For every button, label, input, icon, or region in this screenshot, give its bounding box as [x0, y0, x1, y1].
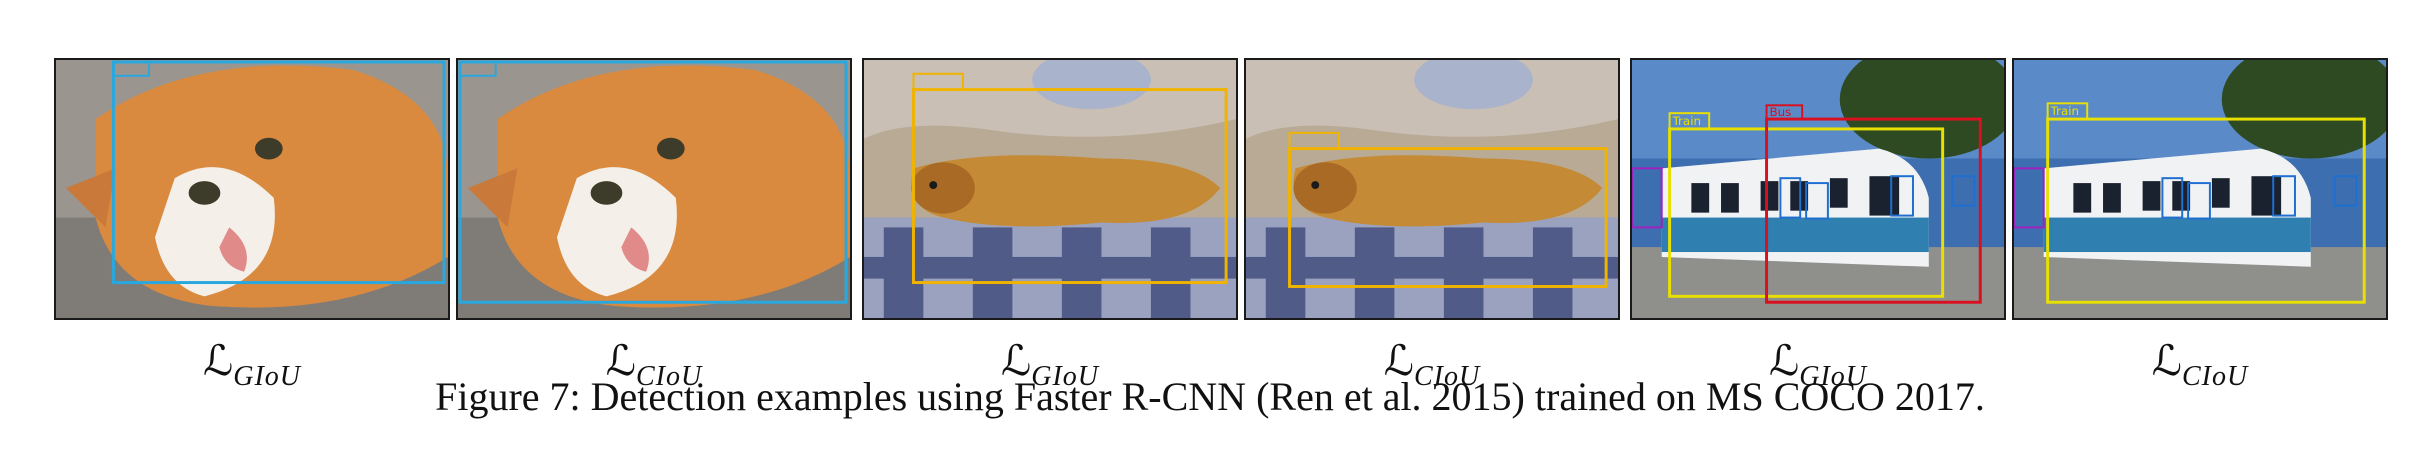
- cat-detection-box: [458, 60, 848, 304]
- purple-detection-box: [2014, 167, 2045, 229]
- box-tag: [912, 72, 964, 91]
- train-box-label: Train: [2050, 104, 2079, 118]
- image-panel-dog-giou: [862, 58, 1238, 320]
- dog-image: [864, 60, 1236, 318]
- loss-label-ciou: ℒCIoU: [1383, 336, 1481, 392]
- train-detection-box: [2046, 117, 2366, 304]
- train-image: Train: [2014, 60, 2386, 318]
- image-panel-cat-ciou: [456, 58, 852, 320]
- loss-label-ciou: ℒCIoU: [2151, 336, 2249, 392]
- train-image: Train Bus: [1632, 60, 2004, 318]
- box-tag: [458, 60, 497, 77]
- loss-label-ciou: ℒCIoU: [605, 336, 703, 392]
- loss-label-giou: ℒGIoU: [1000, 336, 1099, 392]
- purple-detection-box: [1632, 167, 1663, 229]
- loss-label-giou: ℒGIoU: [202, 336, 301, 392]
- box-tag: [1668, 112, 1711, 130]
- bus-detection-box: [1765, 117, 1982, 304]
- bus-box-label: Bus: [1770, 105, 1792, 119]
- train-detection-box: [1668, 127, 1945, 298]
- cat-detection-box: [111, 60, 446, 285]
- dog-image: [1246, 60, 1618, 318]
- image-panel-dog-ciou: [1244, 58, 1620, 320]
- box-tag: [112, 60, 151, 77]
- cat-image: [458, 60, 850, 318]
- box-tag: [2046, 102, 2089, 121]
- box-tag: [1288, 131, 1340, 150]
- image-panel-train-ciou: Train: [2012, 58, 2388, 320]
- image-panel-cat-giou: [54, 58, 450, 320]
- train-box-label: Train: [1672, 114, 1701, 128]
- dog-detection-box: [1288, 147, 1608, 288]
- loss-label-giou: ℒGIoU: [1768, 336, 1867, 392]
- box-tag: [1765, 104, 1804, 121]
- dog-detection-box: [911, 88, 1228, 285]
- cat-image: [56, 60, 448, 318]
- image-panel-train-giou: Train Bus: [1630, 58, 2006, 320]
- figure-caption: Figure 7: Detection examples using Faste…: [435, 374, 1985, 419]
